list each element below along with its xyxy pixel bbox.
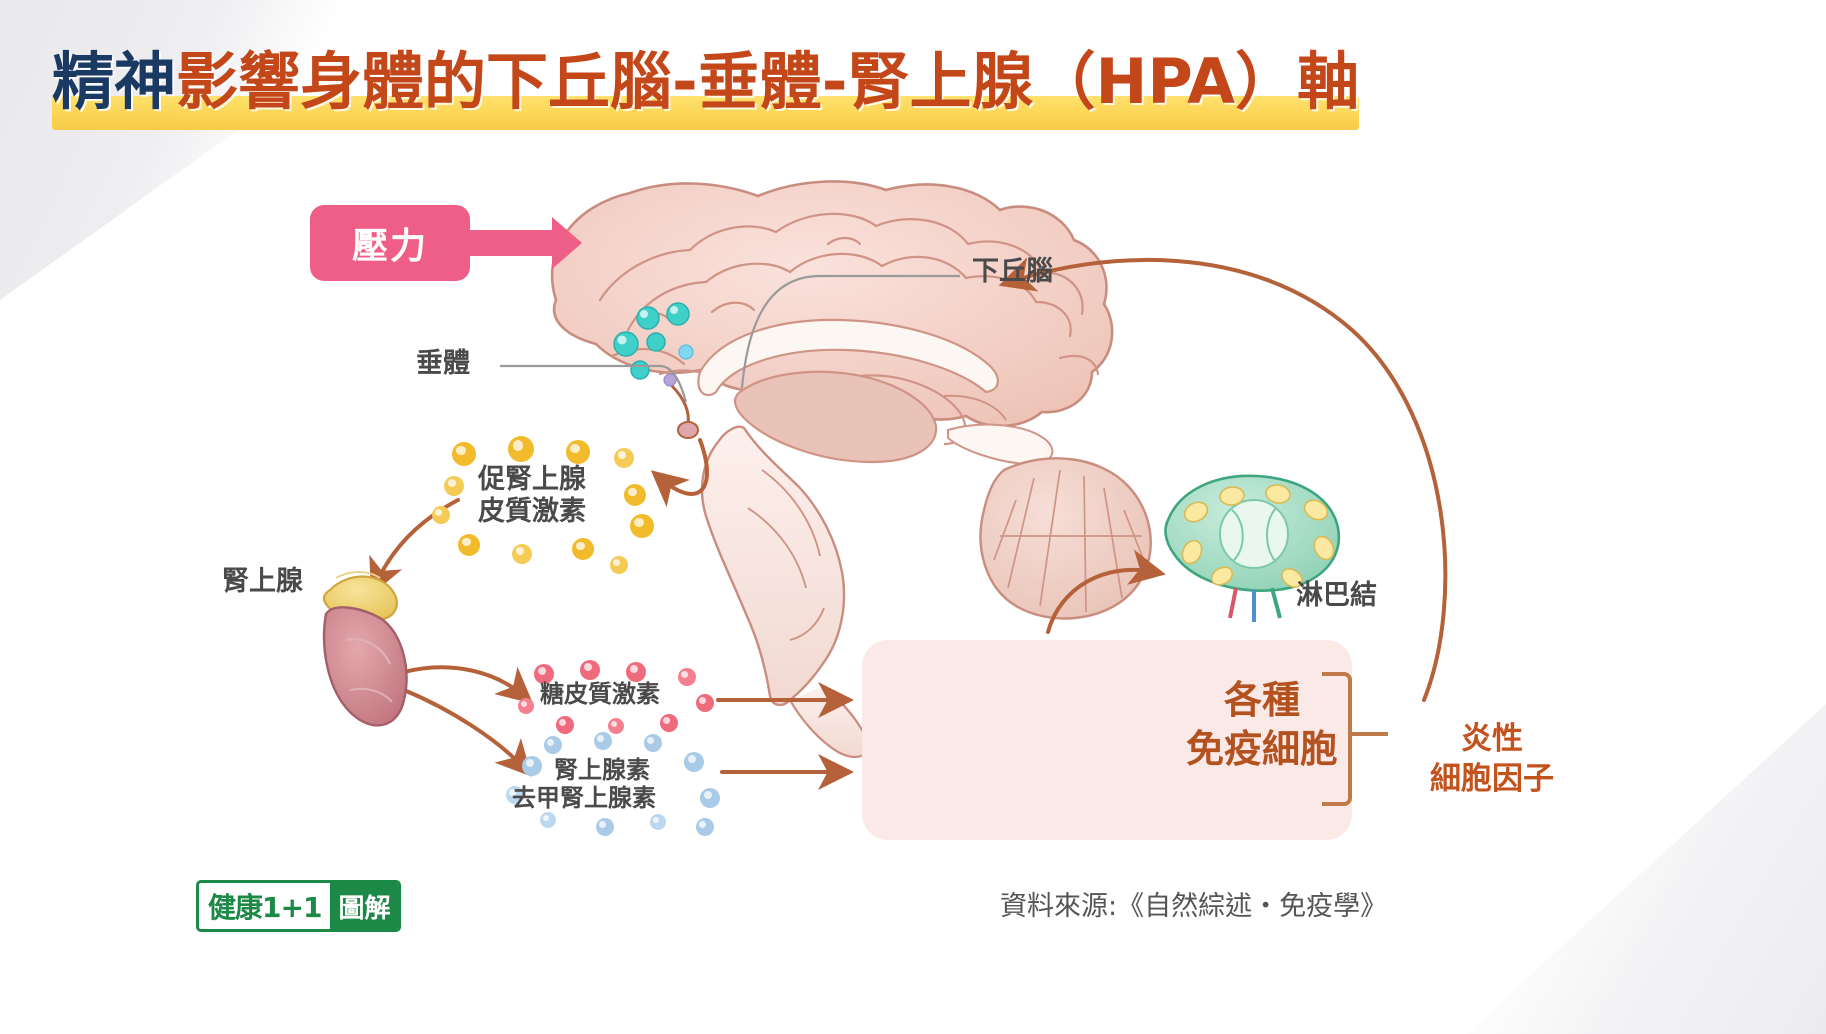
logo-primary-text: 健康1+1 (208, 891, 322, 924)
arrow-pituitary-to-acth (650, 438, 709, 508)
brand-logo[interactable]: 健康1+1 圖解 (196, 880, 402, 932)
stress-label-pill[interactable]: 壓力 (310, 205, 470, 281)
label-lymph-node: 淋巴結 (1296, 580, 1377, 611)
adrenal-gland-illustration (322, 571, 408, 727)
title-text: 精神影響身體的下丘腦-垂體-腎上腺（HPA）軸 (52, 51, 1359, 113)
label-cytokines-line1: 炎性 (1461, 721, 1523, 757)
hypothalamus-neuron-dots (613, 302, 694, 387)
label-hypothalamus: 下丘腦 (972, 256, 1053, 287)
arrow-adrenal-to-catecholamine (402, 688, 533, 777)
stress-arrow-head (552, 217, 582, 269)
arrow-immune-to-lymph (1046, 549, 1166, 634)
title-accent: 精神 (52, 45, 177, 118)
arrow-adrenal-to-glucocorticoid (402, 665, 534, 704)
label-immune-cells-line1: 各種 (1223, 678, 1300, 722)
label-catecholamines: 腎上腺素 去甲腎上腺素 (512, 756, 656, 813)
immune-cells-panel (862, 640, 1352, 840)
arrow-cytokine-to-brain (998, 257, 1448, 702)
label-adrenaline: 腎上腺素 (554, 756, 650, 784)
label-acth: 促腎上腺 皮質激素 (478, 464, 586, 528)
label-acth-line1: 促腎上腺 (478, 464, 586, 495)
leader-lines (500, 274, 960, 403)
label-glucocorticoid: 糖皮質激素 (540, 680, 660, 708)
label-immune-cells: 各種 免疫細胞 (1172, 676, 1352, 773)
label-cytokines-line2: 細胞因子 (1430, 760, 1554, 797)
source-citation: 資料來源:《自然綜述・免疫學》 (1000, 891, 1388, 922)
label-pituitary: 垂體 (416, 348, 470, 379)
immune-cells-bracket-stem (1348, 732, 1388, 736)
logo-secondary-text: 圖解 (330, 883, 399, 929)
label-noradrenaline: 去甲腎上腺素 (512, 784, 656, 813)
label-acth-line2: 皮質激素 (478, 495, 586, 527)
label-adrenal-gland: 腎上腺 (222, 566, 303, 597)
page-title: 精神影響身體的下丘腦-垂體-腎上腺（HPA）軸 (52, 28, 1360, 136)
immune-cells-bracket (1322, 672, 1352, 806)
label-immune-cells-line2: 免疫細胞 (1185, 726, 1338, 771)
title-main: 影響身體的下丘腦-垂體-腎上腺（HPA）軸 (176, 45, 1360, 118)
label-cytokines: 炎性 細胞因子 (1392, 720, 1592, 799)
stress-label-text: 壓力 (351, 226, 428, 267)
stress-arrow-shaft (468, 230, 554, 256)
title-highlight-band (52, 96, 1360, 130)
